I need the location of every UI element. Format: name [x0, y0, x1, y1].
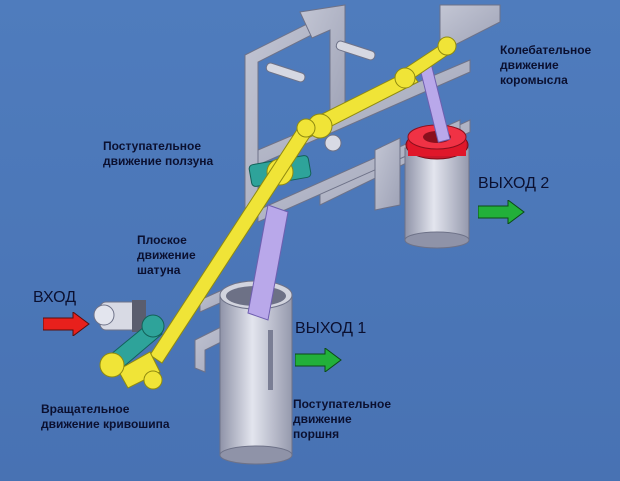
output2-arrow — [477, 199, 526, 225]
piston-label: Поступательное движение поршня — [293, 397, 392, 441]
crank — [99, 314, 165, 390]
output1-arrow — [294, 347, 343, 373]
rocker-arm — [299, 36, 457, 152]
crank-label: Вращательное движение кривошипа — [41, 402, 170, 431]
rocker-label: Колебательное движение коромысла — [500, 43, 592, 87]
input-arrow — [42, 311, 91, 337]
piston-rod — [247, 204, 289, 321]
input-label: ВХОД — [33, 289, 77, 306]
input-shaft — [93, 300, 146, 332]
connecting-rod — [149, 118, 316, 364]
slider-label: Поступательное движение ползуна — [103, 139, 214, 168]
rocker-cylinder — [404, 124, 470, 249]
output1-label: ВЫХОД 1 — [295, 320, 367, 337]
output2-label: ВЫХОД 2 — [478, 175, 550, 192]
frame-pins — [265, 40, 376, 83]
rod-label: Плоское движение шатуна — [137, 233, 196, 277]
